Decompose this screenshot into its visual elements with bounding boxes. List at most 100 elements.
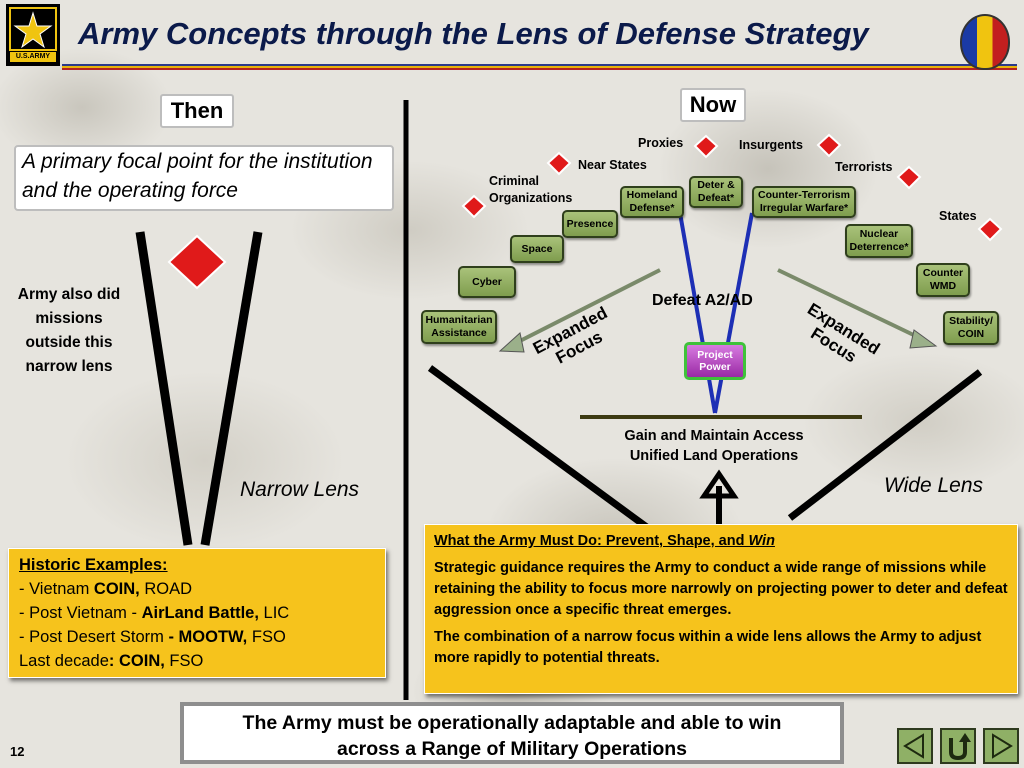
threat-proxies: Proxies (638, 136, 684, 150)
historic-row: - Post Desert Storm - MOOTW, FSO (19, 625, 385, 649)
page-number: 12 (10, 744, 25, 759)
bottom-banner: The Army must be operationally adaptable… (180, 702, 844, 764)
expand-left-arrow (511, 268, 661, 347)
historic-heading: Historic Examples: (19, 556, 168, 574)
row-bold: : COIN, (108, 652, 165, 670)
page-title: Army Concepts through the Lens of Defens… (78, 16, 869, 51)
historic-examples-box: Historic Examples: - Vietnam COIN, ROAD … (8, 548, 386, 678)
defeat-a2ad-label: Defeat A2/AD (652, 292, 753, 309)
project-power-line2: Power (699, 361, 731, 373)
node-label: Irregular Warfare* (759, 202, 849, 214)
row-bold: COIN, (93, 580, 140, 598)
row-text: ROAD (139, 580, 193, 598)
threat-criminal-line2: Organizations (489, 191, 573, 205)
wide-lens-left-line (427, 365, 651, 531)
row-text: LIC (258, 604, 290, 622)
threat-insurgents: Insurgents (739, 138, 803, 152)
must-heading-em: Win (748, 533, 775, 549)
threat-diamond-insurgents (816, 133, 842, 158)
return-button[interactable] (940, 728, 976, 764)
node-label: Humanitarian (425, 314, 493, 326)
node-label: Deterrence* (849, 241, 909, 253)
threat-diamond-states (977, 217, 1003, 242)
node-label: WMD (929, 280, 957, 292)
node-label: Stability/ (949, 315, 993, 327)
row-text: FSO (247, 628, 286, 646)
must-heading: What the Army Must Do: Prevent, Shape, a… (434, 531, 1009, 552)
narrow-lens-left-line (135, 231, 193, 546)
threat-diamond-criminal (461, 194, 487, 219)
focal-point-text: A primary focal point for the institutio… (14, 145, 394, 211)
gain-access-label: Gain and Maintain Access Unified Land Op… (604, 426, 824, 466)
expand-left-arrow-head (498, 332, 525, 353)
node-stability-coin: Stability/COIN (943, 311, 999, 345)
node-cyber: Cyber (458, 266, 516, 298)
unit-patch-icon (960, 14, 1010, 70)
expand-right-arrow-head (909, 329, 938, 349)
then-label: Then (160, 94, 234, 128)
previous-slide-button[interactable] (897, 728, 933, 764)
node-presence: Presence (562, 210, 618, 238)
threat-diamond-near-states (546, 151, 572, 176)
node-label: Counter-Terrorism (758, 189, 850, 201)
threat-diamond-proxies (693, 134, 719, 159)
threat-terrorists: Terrorists (835, 160, 893, 174)
focal-diamond-icon (167, 234, 227, 290)
threat-near-states: Near States (578, 158, 647, 172)
threat-states: States (939, 209, 977, 223)
row-text: - Vietnam (19, 580, 94, 598)
historic-row: Last decade: COIN, FSO (19, 649, 385, 673)
army-logo: U.S.ARMY (6, 4, 60, 66)
node-label: Defense* (629, 202, 675, 214)
next-slide-button[interactable] (983, 728, 1019, 764)
row-text: - Post Desert Storm (19, 628, 169, 646)
must-heading-text: What the Army Must Do: Prevent, Shape, a… (434, 533, 749, 549)
gain-line1: Gain and Maintain Access (624, 428, 804, 444)
focus-v-left (678, 212, 717, 414)
army-must-do-box: What the Army Must Do: Prevent, Shape, a… (424, 524, 1018, 694)
triangle-left-icon (903, 733, 924, 759)
narrow-lens-right-line (200, 231, 263, 546)
row-bold: - MOOTW, (168, 628, 248, 646)
triangle-right-icon (992, 733, 1013, 759)
node-deter-defeat: Deter &Defeat* (689, 176, 743, 208)
title-divider (62, 64, 1017, 70)
node-label: Homeland (626, 189, 678, 201)
node-label: Defeat* (697, 192, 735, 204)
narrow-lens-label: Narrow Lens (240, 478, 360, 501)
threat-criminal-organizations: Criminal Organizations (489, 173, 572, 207)
expand-right-arrow (777, 268, 925, 342)
project-power-line1: Project (697, 349, 733, 361)
bottom-line2: across a Range of Military Operations (336, 738, 688, 760)
threat-criminal-line1: Criminal (489, 174, 540, 188)
row-text: FSO (164, 652, 204, 670)
node-label: COIN (957, 328, 985, 340)
must-paragraph-2: The combination of a narrow focus within… (434, 629, 982, 666)
historic-row: - Vietnam COIN, ROAD (19, 577, 385, 601)
threat-diamond-terrorists (896, 165, 922, 190)
row-bold: AirLand Battle, (141, 604, 259, 622)
up-arrow-icon (699, 469, 739, 499)
logo-text: U.S.ARMY (15, 53, 51, 60)
node-label: Nuclear (859, 228, 899, 240)
focus-v-right (713, 212, 754, 414)
u-turn-arrow-icon (949, 733, 971, 761)
gain-line2: Unified Land Operations (629, 448, 799, 464)
node-label: Deter & (697, 179, 735, 191)
wide-lens-label: Wide Lens (884, 474, 984, 497)
node-label: Counter (922, 267, 964, 279)
node-label: Assistance (431, 327, 487, 339)
bottom-line1: The Army must be operationally adaptable… (242, 712, 782, 734)
historic-row: - Post Vietnam - AirLand Battle, LIC (19, 601, 385, 625)
wide-lens-right-line (787, 369, 983, 521)
must-paragraph-1: Strategic guidance requires the Army to … (434, 560, 1008, 618)
row-text: - Post Vietnam - (19, 604, 142, 622)
row-text: Last decade (19, 652, 109, 670)
